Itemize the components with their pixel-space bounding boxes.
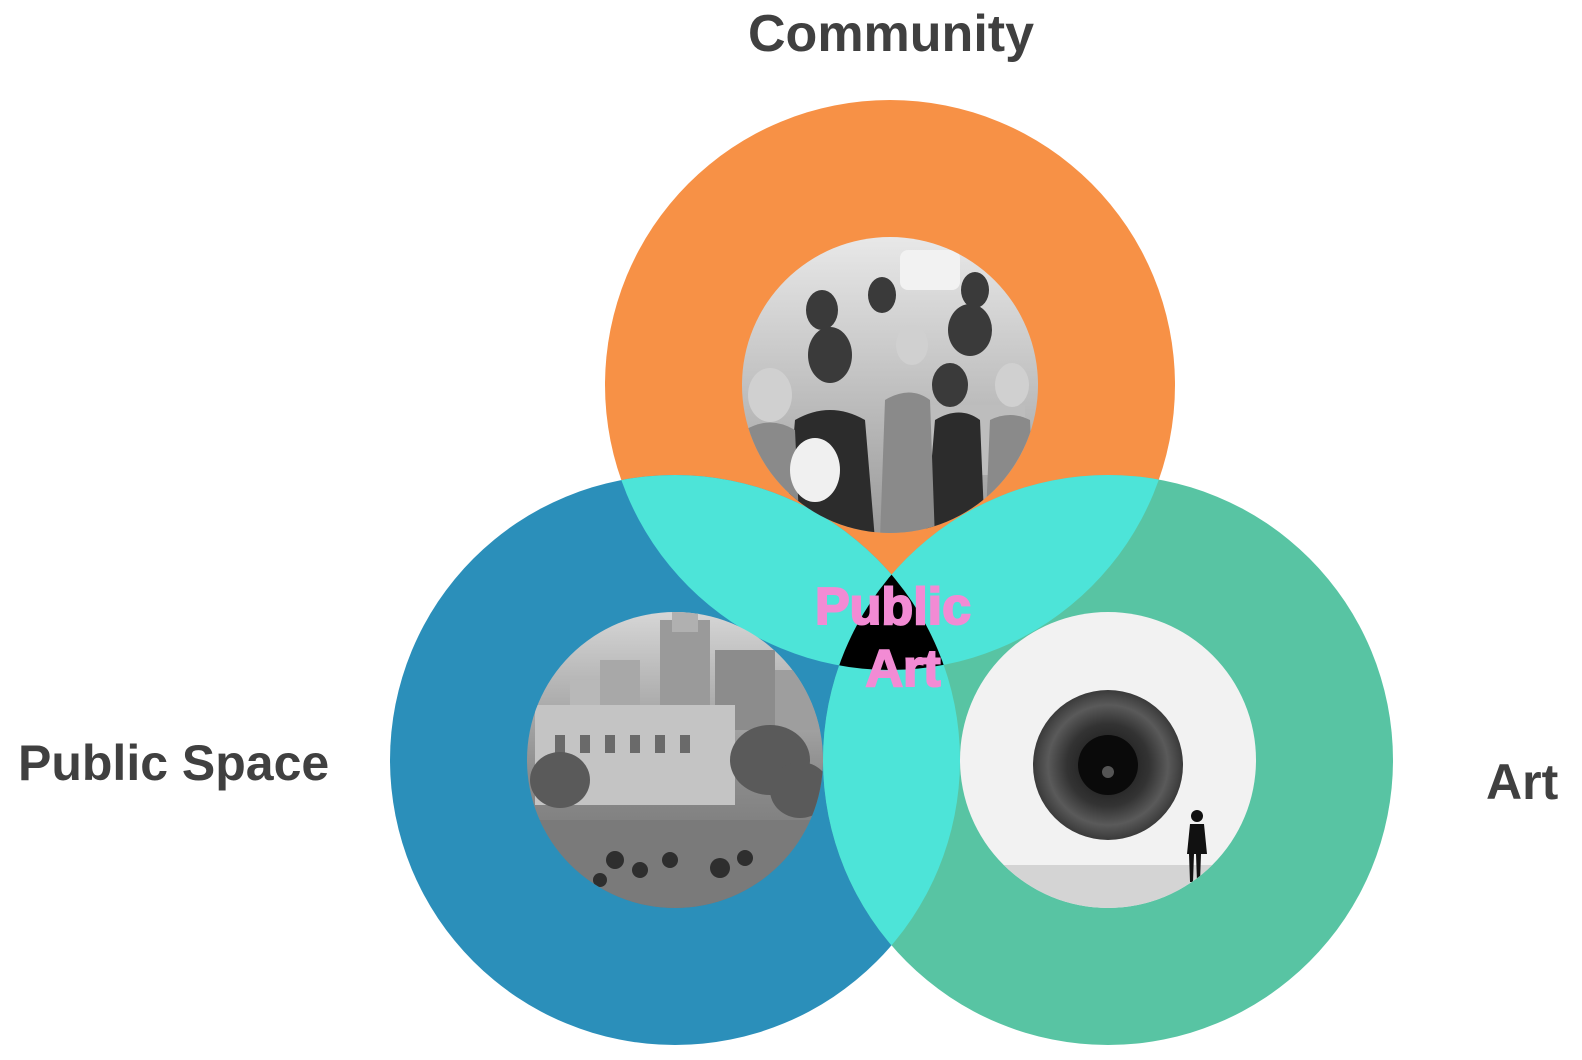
overlap-community-art: [823, 475, 1175, 670]
sculpture-viewer-photo-icon: [960, 612, 1256, 908]
art-label: Art: [1486, 754, 1559, 810]
community-label: Community: [748, 5, 1034, 63]
public-space-label: Public Space: [18, 735, 330, 791]
center-label-line2: Art: [865, 640, 940, 698]
people-group-photo-icon: [742, 237, 1038, 533]
center-label-line1: Public: [815, 578, 971, 636]
overlap-community-space: [605, 475, 960, 670]
city-plaza-photo-icon: [527, 612, 823, 908]
